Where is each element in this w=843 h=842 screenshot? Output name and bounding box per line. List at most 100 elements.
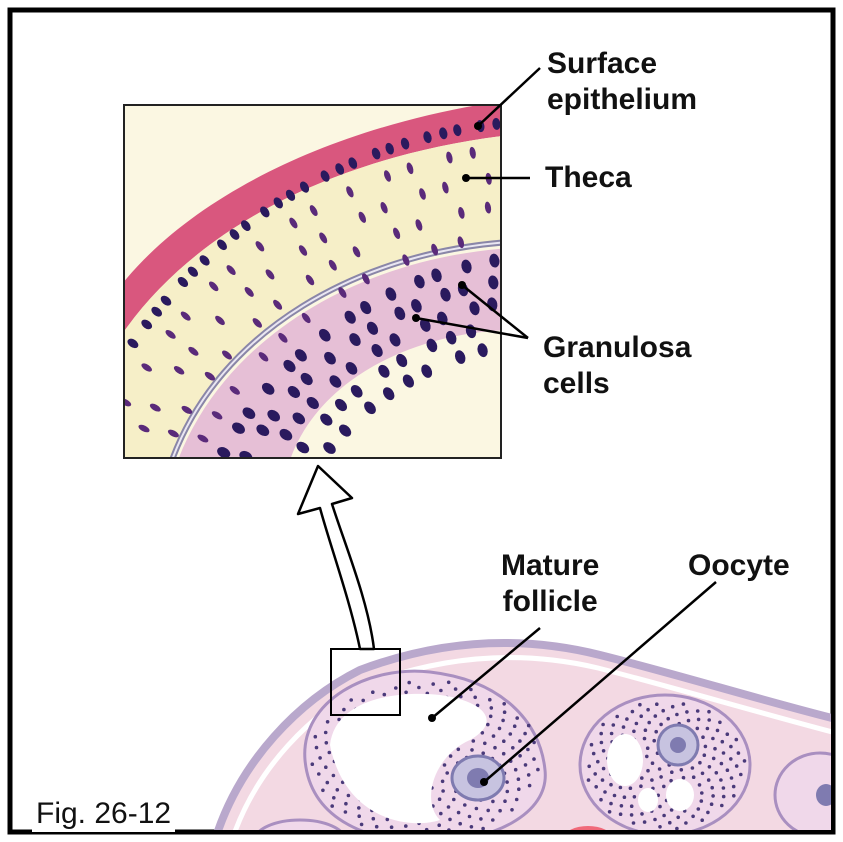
granulosa-dot: [711, 794, 715, 798]
granulosa-dot: [361, 699, 365, 703]
granulosa-dot: [653, 818, 657, 822]
label-granulosa-line2: cells: [543, 366, 691, 402]
granulosa-dot: [739, 773, 743, 777]
granulosa-dot: [349, 698, 353, 702]
granulosa-dot: [609, 783, 613, 787]
granulosa-dot: [700, 818, 704, 822]
granulosa-dot: [490, 706, 494, 710]
granulosa-dot: [729, 757, 733, 761]
granulosa-dot: [646, 769, 650, 773]
granulosa-dot: [524, 763, 528, 767]
granulosa-dot: [441, 789, 445, 793]
granulosa-dot: [342, 708, 346, 712]
granulosa-dot: [315, 746, 319, 750]
granulosa-dot: [612, 723, 616, 727]
granulosa-dot: [596, 760, 600, 764]
granulosa-dot: [651, 761, 655, 765]
granulosa-dot: [326, 781, 330, 785]
granulosa-dot: [514, 768, 518, 772]
granulosa-dot: [452, 798, 456, 802]
granulosa-dot: [528, 784, 532, 788]
granulosa-dot: [510, 808, 514, 812]
inset-view: [110, 100, 510, 464]
granulosa-dot: [696, 727, 700, 731]
granulosa-dot: [732, 785, 736, 789]
granulosa-dot: [330, 804, 334, 808]
granulosa-dot: [666, 717, 670, 721]
granulosa-dot: [445, 771, 449, 775]
granulosa-dot: [332, 774, 336, 778]
granulosa-dot: [360, 823, 364, 827]
granulosa-dot: [457, 748, 461, 752]
granulosa-dot: [336, 788, 340, 792]
granulosa-dot: [443, 763, 447, 767]
granulosa-dot: [722, 795, 726, 799]
granulosa-dot: [344, 810, 348, 814]
granulosa-dot: [599, 732, 603, 736]
label-mature-follicle: Mature follicle: [501, 548, 599, 620]
granulosa-dot: [712, 757, 716, 761]
granulosa-dot: [470, 748, 474, 752]
granulosa-dot: [658, 767, 662, 771]
granulosa-dot: [503, 799, 507, 803]
granulosa-dot: [473, 696, 477, 700]
granulosa-dot: [726, 732, 730, 736]
granulosa-dot: [601, 778, 605, 782]
label-theca: Theca: [545, 160, 632, 196]
figure-caption: Fig. 26-12: [32, 796, 175, 832]
granulosa-dot: [347, 794, 351, 798]
granulosa-dot: [638, 703, 642, 707]
granulosa-dot: [708, 765, 712, 769]
granulosa-dot: [602, 767, 606, 771]
granulosa-dot: [600, 741, 604, 745]
granulosa-dot: [670, 770, 674, 774]
granulosa-dot: [668, 821, 672, 825]
label-surface-line1: Surface: [547, 46, 697, 82]
granulosa-dot: [671, 705, 675, 709]
granulosa-dot: [703, 753, 707, 757]
granulosa-dot: [640, 812, 644, 816]
granulosa-dot: [635, 722, 639, 726]
granulosa-dot: [448, 818, 452, 822]
granulosa-dot: [655, 702, 659, 706]
granulosa-dot: [646, 746, 650, 750]
label-surface-line2: epithelium: [547, 82, 697, 118]
granulosa-dot: [532, 757, 536, 761]
granulosa-dot: [685, 710, 689, 714]
granulosa-dot: [481, 751, 485, 755]
granulosa-dot: [602, 749, 606, 753]
granulosa-dot: [633, 795, 637, 799]
granulosa-dot: [486, 723, 490, 727]
granulosa-dot: [506, 790, 510, 794]
granulosa-dot: [647, 721, 651, 725]
granulosa-dot: [676, 816, 680, 820]
granulosa-dot: [324, 731, 328, 735]
granulosa-dot: [610, 732, 614, 736]
granulosa-dot: [729, 745, 733, 749]
granulosa-dot: [593, 772, 597, 776]
granulosa-dot: [518, 739, 522, 743]
granulosa-dot: [515, 798, 519, 802]
granulosa-dot: [587, 778, 591, 782]
granulosa-dot: [613, 794, 617, 798]
label-oocyte: Oocyte: [688, 548, 790, 584]
granulosa-dot: [722, 786, 726, 790]
granulosa-dot: [652, 739, 656, 743]
granulosa-dot: [491, 800, 495, 804]
granulosa-dot: [394, 686, 398, 690]
granulosa-dot: [721, 740, 725, 744]
granulosa-dot: [630, 813, 634, 817]
granulosa-dot: [720, 804, 724, 808]
granulosa-dot: [472, 739, 476, 743]
granulosa-dot: [324, 765, 328, 769]
granulosa-dot: [620, 804, 624, 808]
granulosa-dot: [691, 766, 695, 770]
granulosa-dot: [502, 739, 506, 743]
granulosa-dot: [697, 718, 701, 722]
granulosa-dot: [492, 734, 496, 738]
granulosa-dot: [371, 690, 375, 694]
granulosa-dot: [481, 827, 485, 831]
granulosa-dot: [743, 759, 747, 763]
granulosa-dot: [640, 776, 644, 780]
granulosa-dot: [646, 708, 650, 712]
